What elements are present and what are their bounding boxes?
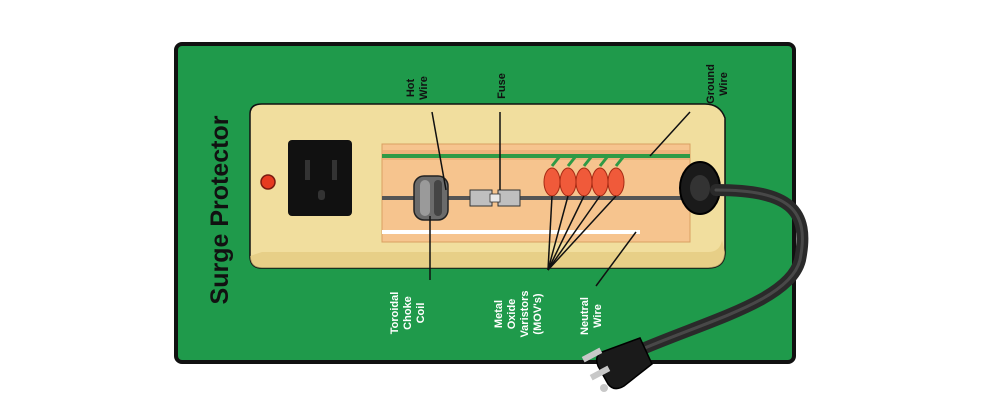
housing-shade	[250, 240, 725, 268]
mov-3	[575, 167, 593, 197]
svg-text:Ground: Ground	[705, 64, 717, 104]
plug	[581, 337, 653, 392]
svg-text:Choke: Choke	[402, 296, 414, 330]
label-fuse: Fuse	[496, 73, 508, 99]
label-neutral-wire: Neutral Wire	[579, 297, 604, 335]
svg-text:Wire: Wire	[718, 72, 730, 96]
indicator-light	[260, 174, 276, 190]
mov-5	[607, 167, 625, 197]
title: Surge Protector	[206, 115, 234, 304]
svg-text:Varistors: Varistors	[519, 290, 531, 337]
label-movs: Metal Oxide Varistors (MOV's)	[493, 290, 544, 337]
svg-text:Coil: Coil	[415, 303, 427, 324]
svg-text:Fuse: Fuse	[496, 73, 508, 99]
svg-text:Hot: Hot	[405, 79, 417, 98]
callout-hot-wire	[431, 111, 447, 191]
callout-mov-5	[547, 195, 617, 271]
mov-1	[543, 167, 561, 197]
callout-mov-4	[547, 195, 601, 271]
callout-ground-wire	[649, 111, 691, 157]
svg-text:Metal: Metal	[493, 300, 505, 328]
mov-2	[559, 167, 577, 197]
label-hot-wire: Hot Wire	[405, 76, 430, 100]
svg-text:(MOV's): (MOV's)	[532, 293, 544, 334]
label-ground-wire: Ground Wire	[705, 64, 730, 104]
fuse	[469, 189, 521, 207]
toroidal-choke-coil	[413, 175, 449, 221]
callout-mov-2	[547, 195, 569, 271]
outlet	[288, 140, 352, 216]
svg-text:Wire: Wire	[418, 76, 430, 100]
mov-4	[591, 167, 609, 197]
callout-lines	[429, 111, 691, 287]
svg-text:Wire: Wire	[592, 304, 604, 328]
label-choke-coil: Toroidal Choke Coil	[389, 292, 427, 335]
svg-text:Toroidal: Toroidal	[389, 292, 401, 335]
callout-mov-3	[547, 195, 585, 271]
svg-text:Neutral: Neutral	[579, 297, 591, 335]
svg-text:Oxide: Oxide	[506, 299, 518, 330]
cord-boot	[679, 161, 721, 215]
callout-mov-1	[547, 195, 553, 271]
callout-neutral-wire	[595, 231, 637, 287]
